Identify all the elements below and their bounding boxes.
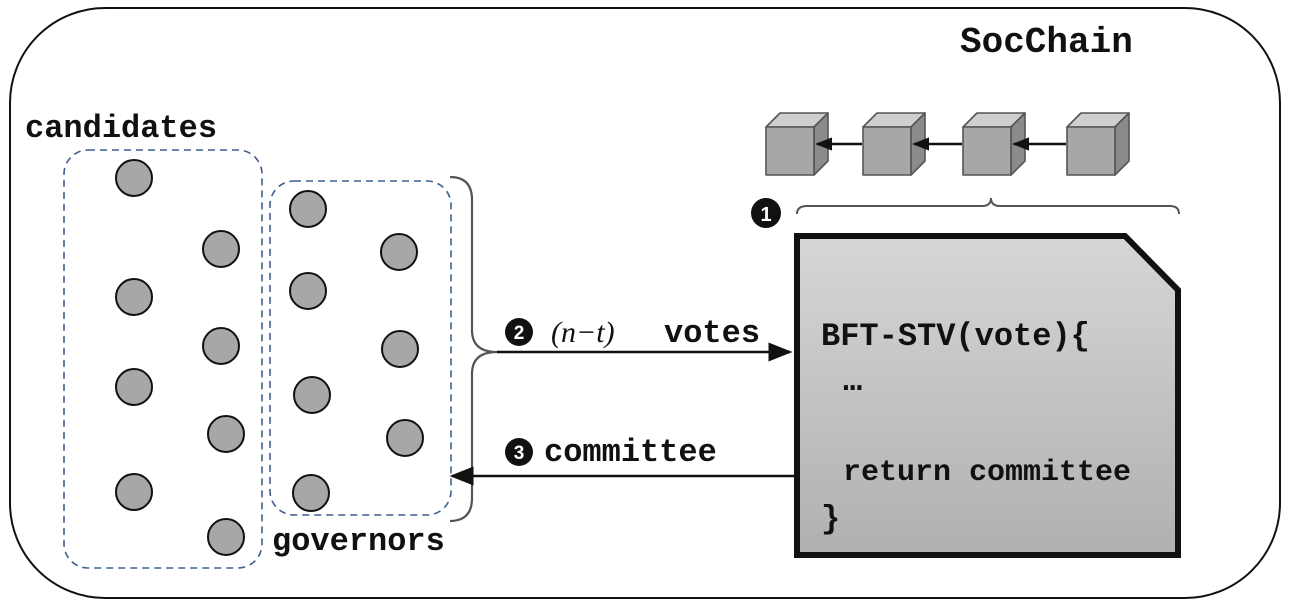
governors-group: [269, 180, 452, 516]
step-3-marker: [505, 438, 533, 466]
step-1-marker: [751, 198, 781, 228]
candidate-node: [115, 368, 153, 406]
governor-node: [381, 330, 419, 368]
governor-node: [292, 474, 330, 512]
governor-node: [380, 233, 418, 271]
step-2-expression: (n−t): [551, 316, 615, 349]
step-2-number: 2: [514, 323, 525, 344]
contract-line-3: return committee: [843, 456, 1131, 490]
contract-line-1: BFT-STV(vote){: [821, 318, 1090, 355]
block-cube: [765, 112, 829, 176]
candidate-node: [202, 327, 240, 365]
blockchain: [765, 112, 1130, 176]
step-2-label: votes: [664, 315, 760, 352]
step-3-label: committee: [544, 434, 717, 471]
governor-node: [293, 376, 331, 414]
socchain-boundary: [9, 7, 1281, 599]
governor-node: [289, 272, 327, 310]
candidate-node: [115, 159, 153, 197]
governor-node: [289, 190, 327, 228]
candidate-node: [207, 415, 245, 453]
blockchain-brace: [796, 197, 1180, 215]
candidate-node: [202, 230, 240, 268]
contract-line-4: }: [821, 501, 840, 538]
candidates-label: candidates: [25, 110, 217, 147]
block-cube: [1066, 112, 1130, 176]
governors-brace: [449, 175, 498, 523]
block-cube: [862, 112, 926, 176]
block-cube: [962, 112, 1026, 176]
candidate-node: [115, 278, 153, 316]
step-2-marker: [505, 318, 533, 346]
socchain-title: SocChain: [960, 22, 1133, 63]
step-1-number: 1: [760, 204, 771, 226]
governors-label: governors: [272, 523, 445, 560]
candidate-node: [207, 518, 245, 556]
candidate-node: [115, 473, 153, 511]
governor-nodes: [289, 190, 424, 512]
step-3-number: 3: [514, 443, 525, 464]
governor-node: [386, 419, 424, 457]
candidates-group: [63, 149, 263, 569]
candidate-nodes: [115, 159, 245, 556]
contract-line-2: …: [843, 363, 862, 400]
contract-document: [794, 233, 1181, 558]
